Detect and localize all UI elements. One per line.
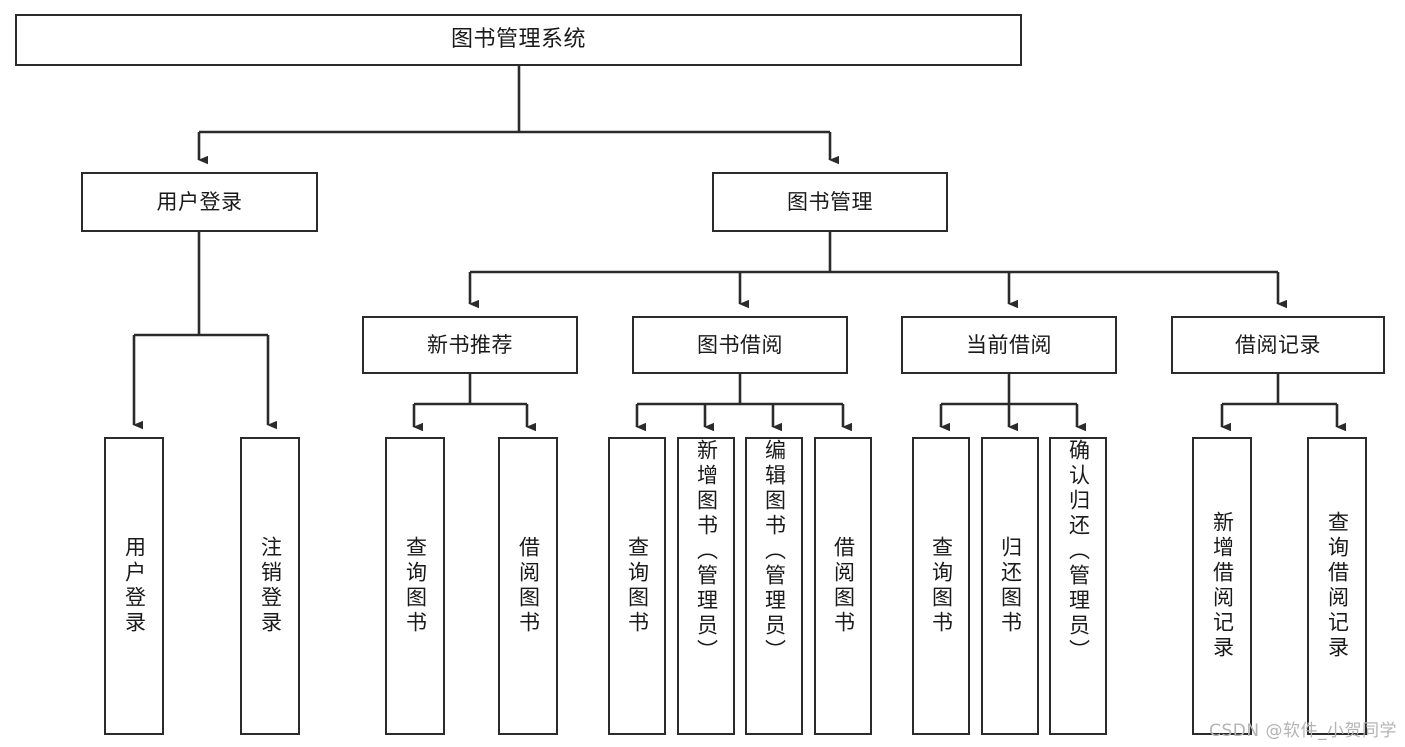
node-leaf-query-book-new-label: 查询图书 <box>403 536 428 636</box>
node-user-login[interactable]: 用户登录 <box>81 172 318 232</box>
node-root-book-management-system[interactable]: 图书管理系统 <box>15 14 1022 66</box>
node-leaf-query-book-borrow[interactable]: 查询图书 <box>608 437 666 735</box>
node-current-borrow[interactable]: 当前借阅 <box>901 316 1117 374</box>
node-leaf-return-book-label: 归还图书 <box>998 536 1023 636</box>
node-leaf-confirm-return-admin-label: 确认归还（管理员） <box>1066 439 1091 664</box>
node-current-borrow-label: 当前借阅 <box>966 332 1052 357</box>
node-leaf-query-book-current-label: 查询图书 <box>929 536 954 636</box>
node-leaf-user-login[interactable]: 用户登录 <box>104 437 164 735</box>
node-leaf-confirm-return-admin[interactable]: 确认归还（管理员） <box>1049 437 1107 735</box>
node-leaf-edit-book-admin-label: 编辑图书（管理员） <box>762 439 787 664</box>
node-borrow-record-label: 借阅记录 <box>1235 332 1321 357</box>
node-leaf-query-borrow-record[interactable]: 查询借阅记录 <box>1307 437 1367 735</box>
node-leaf-add-borrow-record-label: 新增借阅记录 <box>1210 511 1235 661</box>
node-leaf-user-login-label: 用户登录 <box>122 536 147 636</box>
node-leaf-edit-book-admin[interactable]: 编辑图书（管理员） <box>745 437 803 735</box>
node-leaf-add-borrow-record[interactable]: 新增借阅记录 <box>1192 437 1252 735</box>
csdn-watermark: CSDN @软件_小贺同学 <box>1209 721 1397 741</box>
node-book-borrow-label: 图书借阅 <box>697 332 783 357</box>
node-leaf-add-book-admin-label: 新增图书（管理员） <box>694 439 719 664</box>
node-leaf-logout-label: 注销登录 <box>258 536 283 636</box>
node-book-borrow[interactable]: 图书借阅 <box>632 316 848 374</box>
node-leaf-add-book-admin[interactable]: 新增图书（管理员） <box>677 437 735 735</box>
node-leaf-query-book-new[interactable]: 查询图书 <box>385 437 445 735</box>
node-leaf-query-book-current[interactable]: 查询图书 <box>912 437 970 735</box>
node-new-book-recommendation-label: 新书推荐 <box>427 332 513 357</box>
node-book-management-label: 图书管理 <box>787 189 873 214</box>
node-leaf-borrow-book-borrow[interactable]: 借阅图书 <box>814 437 872 735</box>
node-leaf-borrow-book-new[interactable]: 借阅图书 <box>498 437 558 735</box>
node-new-book-recommendation[interactable]: 新书推荐 <box>362 316 578 374</box>
node-leaf-borrow-book-borrow-label: 借阅图书 <box>831 536 856 636</box>
node-leaf-query-borrow-record-label: 查询借阅记录 <box>1325 511 1350 661</box>
node-root-label: 图书管理系统 <box>450 27 586 53</box>
node-book-management[interactable]: 图书管理 <box>712 172 948 232</box>
node-leaf-return-book[interactable]: 归还图书 <box>981 437 1039 735</box>
node-leaf-logout[interactable]: 注销登录 <box>240 437 300 735</box>
node-leaf-query-book-borrow-label: 查询图书 <box>625 536 650 636</box>
node-leaf-borrow-book-new-label: 借阅图书 <box>516 536 541 636</box>
node-borrow-record[interactable]: 借阅记录 <box>1171 316 1385 374</box>
node-user-login-label: 用户登录 <box>156 189 243 214</box>
